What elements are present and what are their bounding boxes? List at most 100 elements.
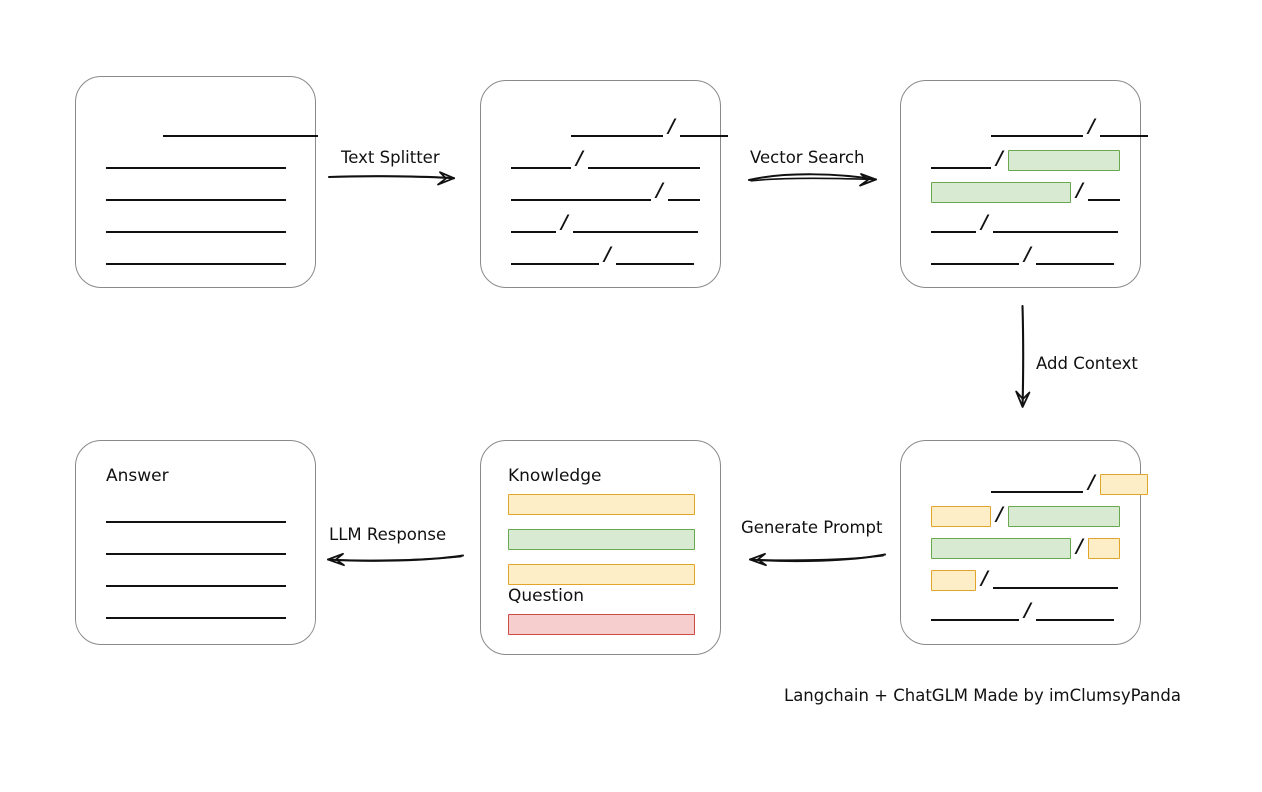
answer-heading: Answer	[106, 466, 169, 486]
text-line-segment	[1099, 135, 1148, 137]
text-line-row: /	[931, 146, 1120, 171]
split-chunks-lines: / / / / /	[481, 81, 728, 287]
text-line-segment	[511, 263, 599, 265]
text-line-segment	[1087, 199, 1120, 201]
text-line-segment	[106, 199, 286, 201]
text-line-segment	[667, 199, 700, 201]
text-line-row: /	[931, 598, 1114, 623]
highlighted-chunk-yellow	[931, 505, 991, 527]
highlighted-chunk-yellow	[1099, 473, 1148, 495]
text-line-segment	[106, 617, 286, 619]
prompt-bar-green	[508, 529, 695, 550]
chunk-separator-slash: /	[668, 114, 675, 137]
text-line-segment	[992, 587, 1118, 589]
source-document-box	[75, 76, 318, 288]
connector-label-text-splitter: Text Splitter	[341, 148, 440, 167]
connector-label-generate-prompt: Generate Prompt	[741, 518, 883, 537]
vector-matches-lines: / / / / /	[901, 81, 1148, 287]
text-line-row	[163, 117, 318, 139]
text-line-segment	[615, 263, 694, 265]
text-line-segment	[106, 553, 286, 555]
source-document-lines	[76, 77, 318, 287]
prompt-bar-red	[508, 614, 695, 635]
text-line-row: /	[571, 114, 728, 139]
connector-vector-search	[748, 168, 886, 190]
chunk-separator-slash: /	[1088, 114, 1095, 137]
chunk-separator-slash: /	[981, 566, 988, 589]
text-line-segment	[679, 135, 728, 137]
connector-add-context	[1013, 304, 1035, 417]
text-line-row: /	[991, 470, 1148, 495]
chunk-separator-slash: /	[561, 210, 568, 233]
highlighted-chunk-yellow	[931, 569, 976, 591]
text-line-segment	[106, 167, 286, 169]
text-line-row: /	[931, 242, 1114, 267]
text-line-row	[106, 245, 286, 267]
chunk-separator-slash: /	[576, 146, 583, 169]
text-line-row	[106, 599, 286, 621]
knowledge-heading: Knowledge	[508, 466, 602, 486]
connector-llm-response	[318, 548, 464, 568]
text-line-row	[106, 181, 286, 203]
text-line-row	[106, 567, 286, 589]
highlighted-chunk-green	[931, 181, 1071, 203]
text-line-segment	[931, 263, 1019, 265]
chunk-separator-slash: /	[1076, 534, 1083, 557]
chunk-separator-slash: /	[1088, 470, 1095, 493]
text-line-segment	[587, 167, 700, 169]
text-line-segment	[106, 585, 286, 587]
connector-label-add-context: Add Context	[1036, 354, 1138, 373]
chunk-separator-slash: /	[981, 210, 988, 233]
text-line-segment	[931, 231, 976, 233]
text-line-segment	[106, 231, 286, 233]
text-line-segment	[163, 135, 318, 137]
text-line-segment	[1035, 619, 1114, 621]
context-added-box: / / / / /	[900, 440, 1148, 645]
text-line-row: /	[511, 244, 694, 267]
prompt-box: Knowledge Question	[480, 440, 721, 655]
text-line-segment	[511, 231, 556, 233]
connector-label-llm-response: LLM Response	[329, 525, 447, 544]
chunk-separator-slash: /	[996, 146, 1003, 169]
text-line-row: /	[511, 210, 698, 235]
text-line-segment	[511, 167, 571, 169]
text-line-segment	[1035, 263, 1114, 265]
text-line-segment	[931, 619, 1019, 621]
text-line-segment	[106, 263, 286, 265]
answer-lines	[76, 441, 315, 644]
text-line-row	[106, 149, 286, 171]
split-chunks-box: / / / / /	[480, 80, 728, 288]
text-line-segment	[106, 521, 286, 523]
text-line-segment	[991, 135, 1083, 137]
chunk-separator-slash: /	[996, 502, 1003, 525]
text-line-row: /	[931, 534, 1120, 559]
text-line-segment	[931, 167, 991, 169]
text-line-row: /	[991, 114, 1148, 139]
text-line-row: /	[931, 566, 1118, 591]
answer-box: Answer	[75, 440, 316, 645]
text-line-row: /	[511, 178, 700, 203]
highlighted-chunk-green	[931, 537, 1071, 559]
chunk-separator-slash: /	[1024, 242, 1031, 265]
text-line-row	[106, 503, 286, 525]
text-line-row: /	[931, 210, 1118, 235]
highlighted-chunk-green	[1007, 505, 1120, 527]
text-line-segment	[992, 231, 1118, 233]
highlighted-chunk-yellow	[1087, 537, 1120, 559]
chunk-separator-slash: /	[656, 178, 663, 201]
chunk-separator-slash: /	[1076, 178, 1083, 201]
chunk-separator-slash: /	[1024, 598, 1031, 621]
prompt-bar-yellow	[508, 494, 695, 515]
text-line-segment	[571, 135, 663, 137]
vector-matches-box: / / / / /	[900, 80, 1148, 288]
text-line-row: /	[931, 502, 1120, 527]
context-added-lines: / / / / /	[901, 441, 1148, 644]
text-line-row	[106, 535, 286, 557]
highlighted-chunk-green	[1007, 149, 1120, 171]
connector-text-splitter	[327, 168, 466, 188]
text-line-row	[106, 213, 286, 235]
text-line-segment	[572, 231, 698, 233]
question-heading: Question	[508, 586, 585, 606]
connector-label-vector-search: Vector Search	[750, 148, 865, 167]
